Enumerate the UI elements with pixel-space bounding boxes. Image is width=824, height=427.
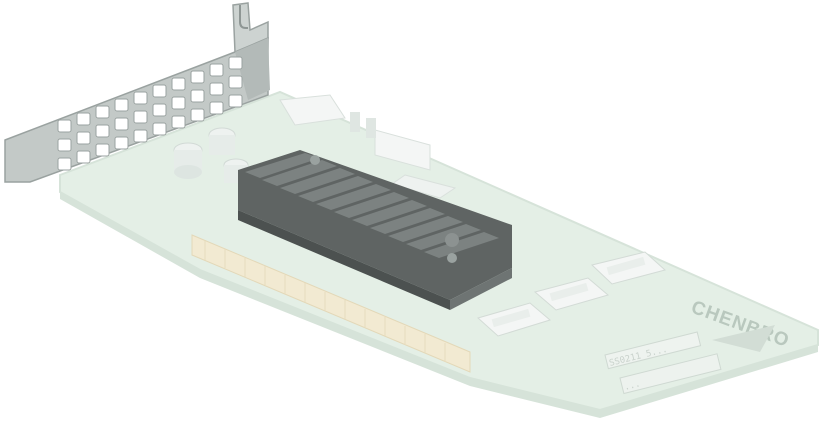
pcb-edge <box>60 192 818 418</box>
bracket-slot <box>239 5 248 29</box>
logo-triangle-icon <box>712 325 775 352</box>
barcode-label <box>619 353 722 395</box>
connector-1 <box>476 302 552 337</box>
gold-finger-connector <box>191 234 471 373</box>
svg-text:...: ... <box>623 379 641 393</box>
board-markings: CHENBRO SS0211 5... ... <box>604 297 792 395</box>
connector-2 <box>533 277 610 311</box>
capacitors <box>173 127 249 183</box>
mini-sas-connectors <box>476 251 667 337</box>
heatsink <box>238 150 512 310</box>
connector-3 <box>590 251 667 285</box>
metal-bracket <box>4 2 270 183</box>
bracket-fold <box>235 38 270 100</box>
header-connectors <box>279 94 457 199</box>
serial-label <box>604 331 702 370</box>
bracket-vent-grid <box>57 56 243 171</box>
